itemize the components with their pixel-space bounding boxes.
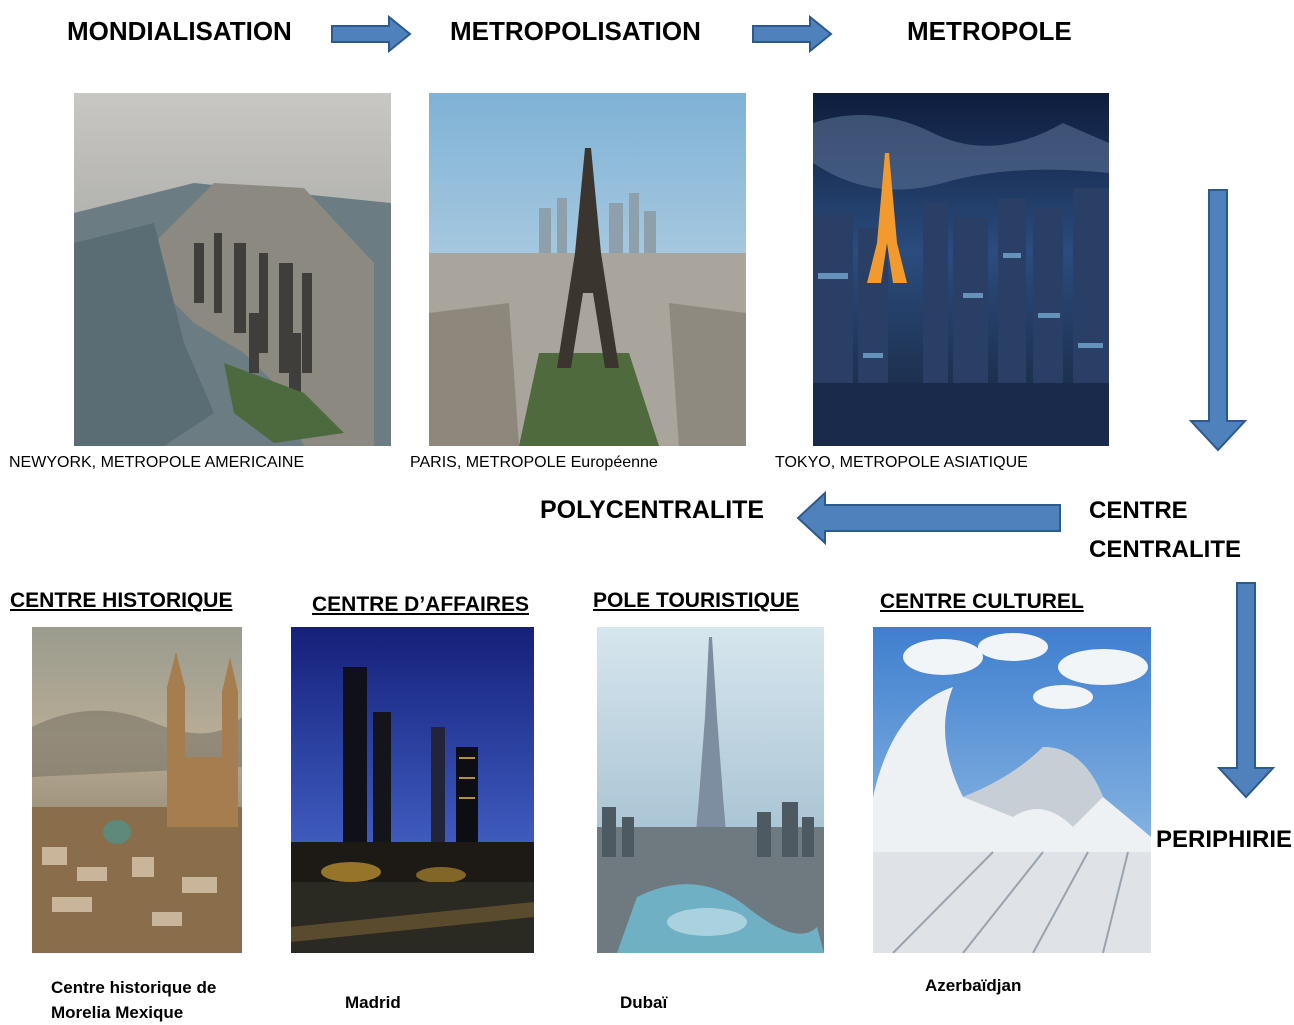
down-arrow-icon: [1216, 582, 1276, 799]
azerbaidjan-photo: [873, 627, 1151, 953]
heading-centre-historique: CENTRE HISTORIQUE: [10, 589, 233, 612]
caption-new-york: NEWYORK, METROPOLE AMERICAINE: [9, 454, 305, 471]
caption-dubai: Dubaï: [620, 993, 668, 1012]
dubai-photo: [597, 627, 824, 953]
heading-pole-touristique: POLE TOURISTIQUE: [593, 589, 800, 612]
left-arrow-icon: [796, 490, 1061, 546]
heading-centre-culturel: CENTRE CULTUREL: [880, 590, 1084, 613]
down-arrow-icon: [1188, 189, 1248, 452]
flow-step-metropole: METROPOLE: [907, 16, 1072, 46]
periphirie-label: PERIPHIRIE: [1156, 826, 1293, 853]
caption-tokyo: TOKYO, METROPOLE ASIATIQUE: [775, 454, 1028, 471]
tokyo-photo: [813, 93, 1109, 446]
morelia-photo: [32, 627, 242, 953]
centre-label: CENTRE: [1089, 497, 1188, 524]
caption-paris: PARIS, METROPOLE Européenne: [410, 454, 658, 471]
paris-photo: [429, 93, 746, 446]
right-arrow-icon: [752, 14, 833, 54]
heading-centre-affaires: CENTRE D’AFFAIRES: [312, 593, 530, 616]
madrid-photo: [291, 627, 534, 953]
centralite-label: CENTRALITE: [1089, 536, 1241, 563]
flow-step-metropolisation: METROPOLISATION: [450, 16, 701, 46]
right-arrow-icon: [331, 14, 412, 54]
new-york-photo: [74, 93, 391, 446]
flow-step-mondialisation: MONDIALISATION: [67, 16, 292, 46]
caption-azerbaidjan: Azerbaïdjan: [925, 976, 1022, 995]
caption-madrid: Madrid: [345, 993, 401, 1012]
polycentralite-label: POLYCENTRALITE: [540, 496, 765, 524]
caption-morelia: Centre historique de Morelia Mexique: [51, 978, 217, 1022]
